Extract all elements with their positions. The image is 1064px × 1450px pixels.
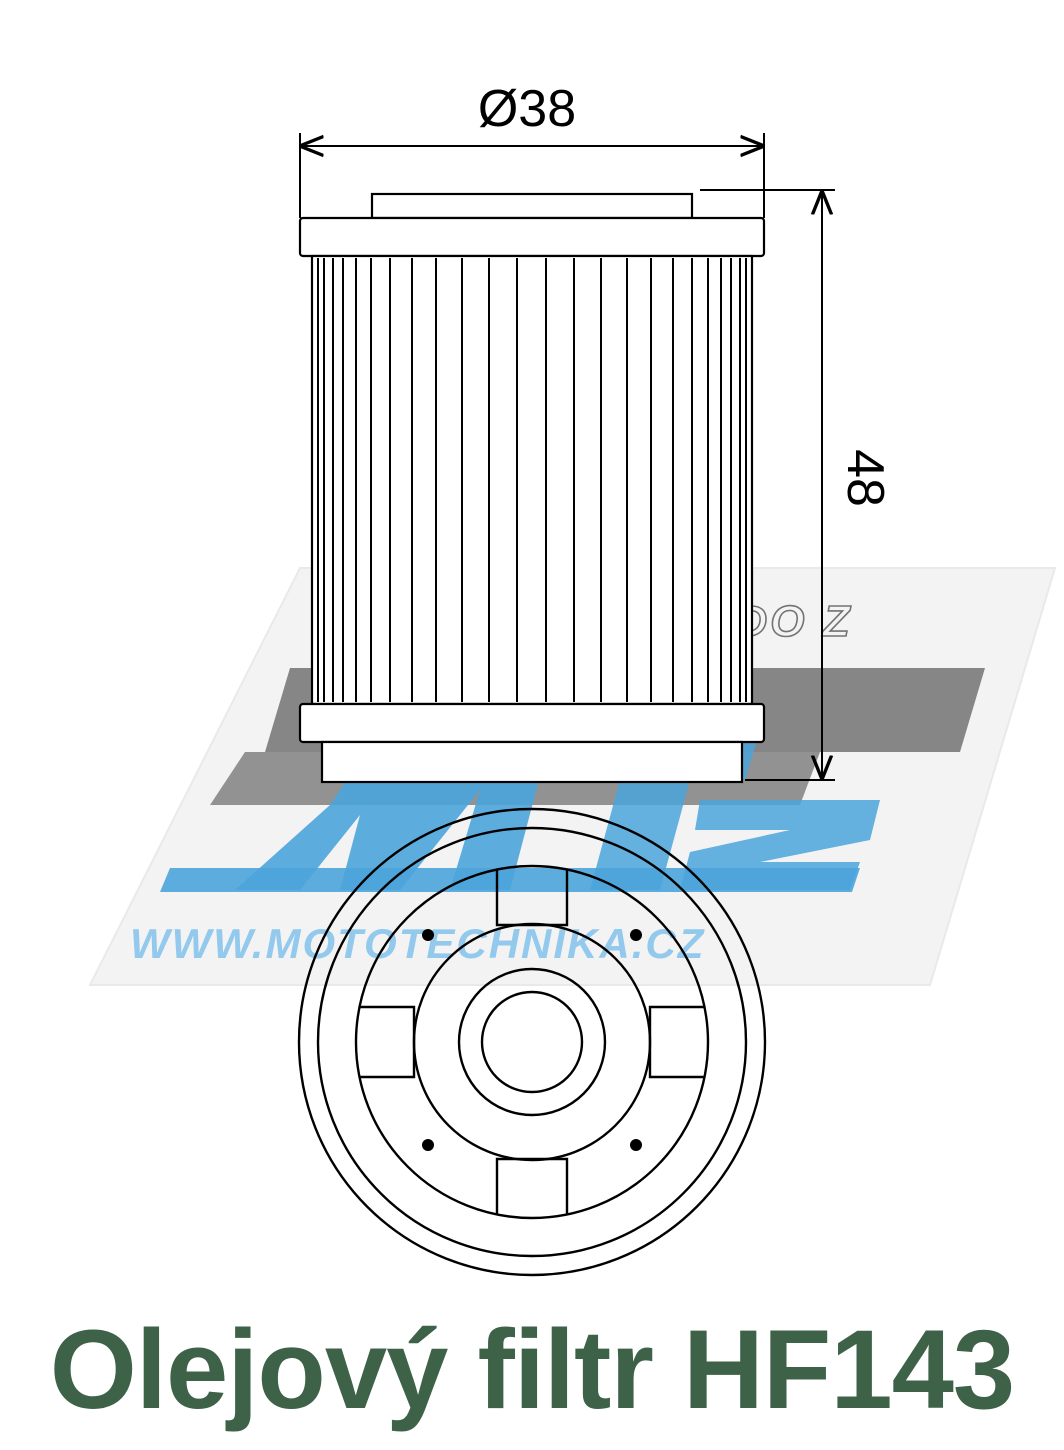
hole-bottom-left <box>422 1139 434 1151</box>
filter-side-view <box>298 192 766 784</box>
hole-top-left <box>422 929 434 941</box>
outer-ring-inner <box>316 826 748 1258</box>
height-dimension <box>700 189 835 781</box>
tab-top <box>495 870 569 927</box>
hole-top-right <box>630 929 642 941</box>
width-dimension-label: Ø38 <box>478 80 576 138</box>
watermark-url: WWW.MOTOTECHNIKA.CZ <box>130 920 705 967</box>
tab-right <box>648 1005 704 1079</box>
top-end-cap <box>298 216 766 258</box>
pleated-body <box>310 254 754 706</box>
filter-pleats <box>317 258 747 702</box>
middle-ring <box>354 864 710 1220</box>
hub-inner <box>480 990 584 1094</box>
filter-end-view <box>297 807 767 1277</box>
height-dimension-label: 48 <box>836 449 894 507</box>
tab-bottom <box>495 1157 569 1214</box>
watermark-blue-underline <box>160 868 860 892</box>
tab-left <box>360 1005 416 1079</box>
watermark-blue-z <box>680 800 880 890</box>
bottom-nipple <box>320 740 744 784</box>
outer-ring <box>297 807 767 1277</box>
product-title: Olejový filtr HF143 <box>49 1307 1015 1432</box>
top-nipple <box>370 192 694 220</box>
hub-outer <box>457 967 607 1117</box>
hole-bottom-right <box>630 1139 642 1151</box>
width-dimension <box>299 133 765 218</box>
bottom-end-cap <box>298 702 766 744</box>
